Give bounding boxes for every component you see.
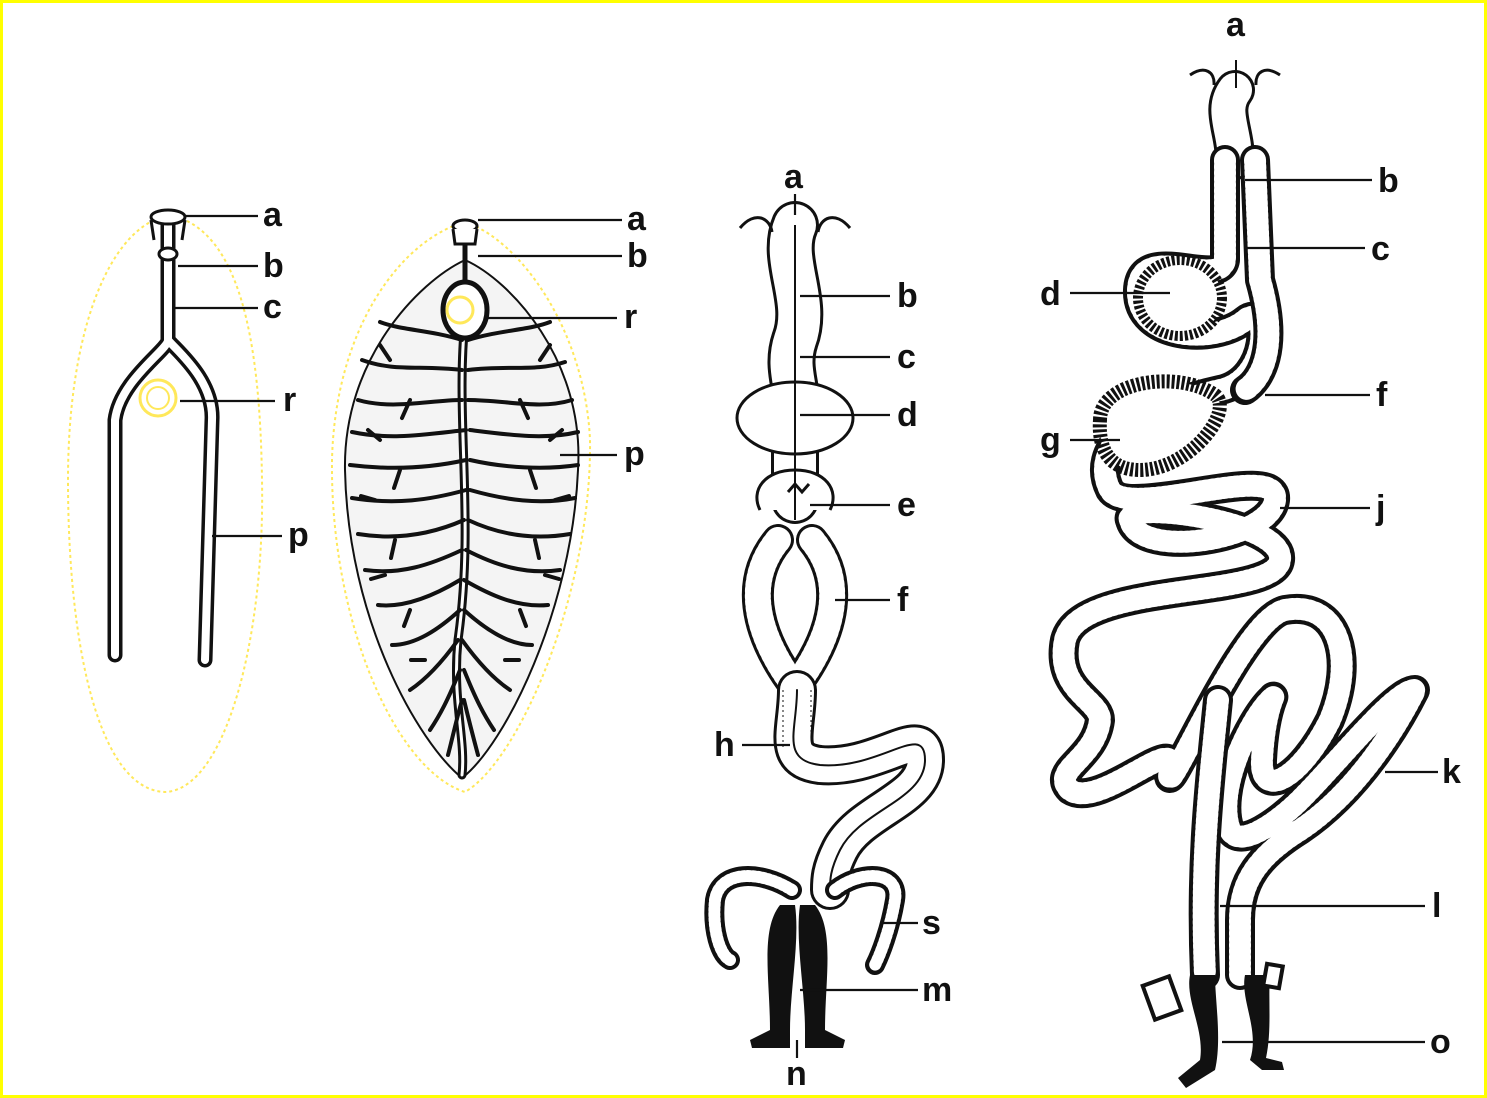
panel-4-label-j: j bbox=[1375, 489, 1385, 527]
panel-3-label-e: e bbox=[897, 486, 916, 524]
panel-1-label-b: b bbox=[263, 247, 284, 285]
panel-1-label-p: p bbox=[288, 516, 309, 554]
panel-4-coiled-gut: a b c d f g j k l o bbox=[1040, 6, 1461, 1088]
panel-4-label-b: b bbox=[1378, 162, 1399, 200]
panel-3-tubular-gut: a b c d e f h s m n bbox=[714, 158, 952, 1093]
panel-1-label-r: r bbox=[283, 381, 296, 419]
panel-4-label-o: o bbox=[1430, 1023, 1451, 1061]
panel-2-label-a: a bbox=[627, 200, 647, 238]
panel-3-label-a: a bbox=[784, 158, 804, 196]
panel-2-label-r: r bbox=[624, 298, 637, 336]
panel-1-gut bbox=[115, 210, 212, 660]
panel-4-label-k: k bbox=[1442, 753, 1461, 791]
panel-1-forked-gut: a b c r p bbox=[68, 196, 309, 792]
panel-2-branched-gut: a b r p bbox=[332, 200, 648, 792]
panel-4-label-l: l bbox=[1432, 887, 1441, 925]
panel-3-label-b: b bbox=[897, 277, 918, 315]
panel-3-label-h: h bbox=[714, 726, 735, 764]
panel-3-label-c: c bbox=[897, 338, 916, 376]
panel-3-label-s: s bbox=[922, 904, 941, 942]
panel-4-label-g: g bbox=[1040, 421, 1061, 459]
panel-4-label-c: c bbox=[1371, 230, 1390, 268]
panel-3-label-f: f bbox=[897, 581, 909, 619]
panel-4-label-f: f bbox=[1376, 376, 1388, 414]
panel-3-label-m: m bbox=[922, 971, 952, 1009]
panel-1-label-a: a bbox=[263, 196, 283, 234]
panel-4-label-d: d bbox=[1040, 275, 1061, 313]
panel-3-label-n: n bbox=[786, 1055, 807, 1093]
panel-2-label-b: b bbox=[627, 237, 648, 275]
panel-3-label-d: d bbox=[897, 396, 918, 434]
panel-2-label-p: p bbox=[624, 435, 645, 473]
panel-1-label-c: c bbox=[263, 288, 282, 326]
panel-4-label-a: a bbox=[1226, 6, 1246, 44]
panel-4-coil bbox=[1064, 160, 1415, 975]
